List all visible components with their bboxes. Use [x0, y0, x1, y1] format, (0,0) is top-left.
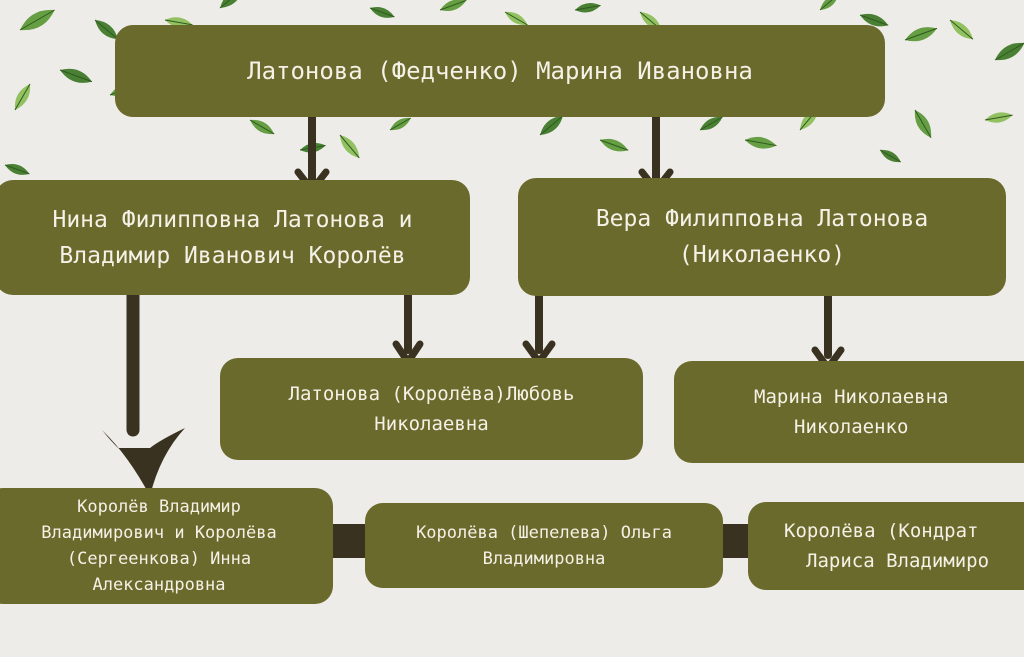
person-box-marina: Марина Николаевна Николаенко: [674, 361, 1024, 463]
person-box-nina-vladimir: Нина Филипповна Латонова и Владимир Иван…: [0, 180, 470, 295]
leaf-vein: [744, 139, 777, 147]
leaf-vein: [914, 109, 932, 138]
leaf-vein: [339, 134, 360, 159]
person-box-larisa: Королёва (Кондрат Лариса Владимиро: [748, 502, 1024, 590]
leaf-vein: [389, 117, 412, 131]
person-name-line: Александровна: [92, 575, 226, 595]
person-name: Латонова (Федченко) Марина Ивановна: [247, 57, 753, 85]
leaf-vein: [879, 149, 902, 163]
leaf-vein: [859, 14, 889, 26]
person-box-olga: Королёва (Шепелева) Ольга Владимировна: [365, 503, 723, 588]
person-name-line: Владимирович и Королёва: [41, 523, 277, 543]
leaf-vein: [94, 19, 119, 40]
person-box-root: Латонова (Федченко) Марина Ивановна: [115, 25, 885, 117]
foliage-decoration: [4, 0, 1024, 175]
leaf-vein: [59, 69, 93, 83]
person-name-line: Королёв Владимир: [77, 497, 241, 517]
person-box-vera: Вера Филипповна Латонова (Николаенко): [518, 178, 1006, 296]
person-name-line: Владимир Иванович Королёв: [59, 242, 406, 269]
person-name-line: Марина Николаевна: [754, 386, 949, 408]
leaf-vein: [504, 11, 528, 26]
spouse-connector-right: [720, 524, 752, 558]
person-name-line: Николаевна: [374, 413, 489, 435]
person-name-line: Лариса Владимиро: [806, 550, 990, 572]
leaf-vein: [994, 42, 1024, 61]
person-name-line: Королёва (Кондрат: [784, 520, 979, 542]
leaf-vein: [819, 0, 839, 11]
leaf-vein: [984, 114, 1013, 121]
person-name-line: Владимировна: [482, 548, 606, 569]
spouse-connector-left: [330, 524, 370, 558]
leaf-vein: [14, 83, 31, 111]
arrowhead-nina-to-vladimir: [102, 428, 185, 496]
leaf-vein: [219, 0, 244, 9]
person-name-line: Королёва (Шепелева) Ольга: [416, 522, 672, 543]
leaf-vein: [439, 0, 467, 11]
person-name-line: (Николаенко): [678, 242, 846, 268]
leaf-vein: [574, 4, 601, 11]
person-box-vladimir-inna: Королёв Владимир Владимирович и Королёва…: [0, 488, 333, 604]
leaf-vein: [699, 116, 723, 131]
person-name-line: (Сергеенкова) Инна: [66, 549, 252, 569]
person-name-line: Вера Филипповна Латонова: [595, 206, 929, 232]
leaf-vein: [19, 9, 55, 31]
person-name-line: Нина Филипповна Латонова и: [52, 206, 413, 233]
leaf-vein: [249, 119, 275, 135]
leaf-vein: [904, 27, 938, 41]
leaf-vein: [949, 19, 974, 40]
leaf-vein: [369, 7, 395, 18]
leaf-vein: [599, 139, 629, 151]
leaf-vein: [4, 164, 30, 175]
leaf-vein: [539, 115, 564, 136]
person-name-line: Николаенко: [794, 416, 909, 438]
person-name-line: Латонова (Королёва)Любовь: [288, 383, 575, 405]
person-box-lyubov: Латонова (Королёва)Любовь Николаевна: [220, 358, 643, 460]
leaf-vein: [164, 19, 193, 26]
